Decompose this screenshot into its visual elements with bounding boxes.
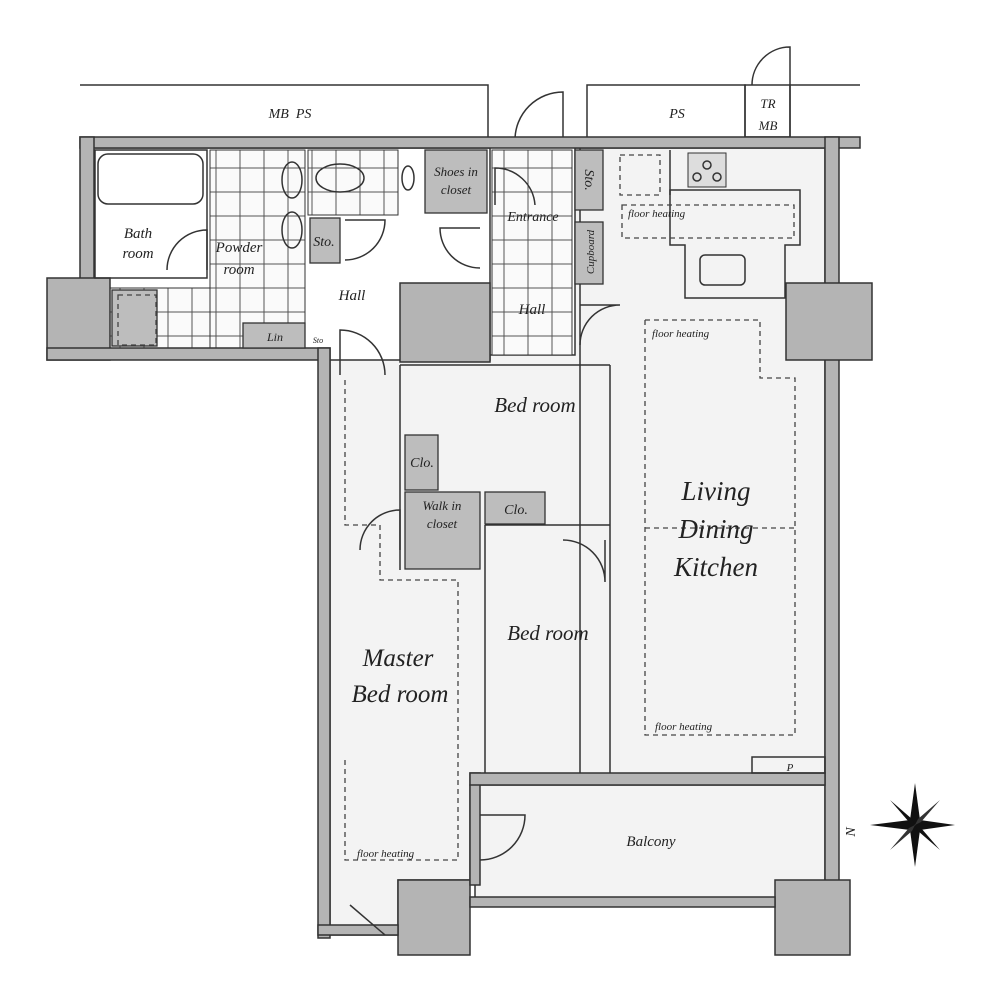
floor-heating-zones: [117, 204, 796, 861]
label-walkin-1: Walk in: [423, 498, 462, 513]
room-labels: MB PS PS TR MB Bath room Powder room Sto…: [122, 96, 859, 860]
label-ldk-1: Living: [680, 476, 750, 506]
label-bed-room-2: Bed room: [507, 621, 588, 645]
label-lin: Lin: [266, 330, 283, 344]
stove-icon: [687, 152, 727, 188]
label-sto-small: Sto: [313, 336, 323, 345]
label-powder-2: room: [223, 262, 254, 278]
label-clo-2: Clo.: [504, 503, 528, 518]
compass-rose-icon: [870, 783, 955, 867]
label-floor-heating-master: floor heating: [357, 848, 415, 860]
label-bath-1: Bath: [124, 226, 152, 242]
fixtures: [281, 150, 801, 299]
label-tr: TR: [760, 96, 775, 111]
label-hall-1: Hall: [338, 288, 366, 304]
label-floor-heating-living-bottom: floor heating: [655, 721, 713, 733]
toilet-icon: [315, 163, 365, 193]
label-floor-heating-kitchen: floor heating: [628, 208, 686, 220]
label-ldk-3: Kitchen: [673, 552, 758, 582]
label-walkin-2: closet: [427, 516, 458, 531]
label-mb: MB: [758, 118, 778, 133]
label-shoes-1: Shoes in: [434, 164, 478, 179]
label-ps: PS: [668, 107, 685, 122]
label-entrance: Entrance: [506, 210, 558, 225]
label-floor-heating-living-top: floor heating: [652, 328, 710, 340]
label-cupboard: Cupboard: [585, 229, 597, 274]
label-p: P: [786, 762, 794, 774]
label-master-2: Bed room: [352, 681, 449, 708]
common-corridor: [80, 46, 860, 141]
partitions: [94, 149, 826, 774]
label-sto-1: Sto.: [313, 235, 334, 250]
label-sto-2: Sto.: [581, 169, 596, 190]
tiled-areas: [109, 149, 573, 356]
label-north: N: [844, 827, 859, 838]
sink-icon: [281, 161, 303, 199]
label-ldk-2: Dining: [677, 514, 753, 544]
kitchen-sink-icon: [699, 254, 746, 286]
label-clo-1: Clo.: [410, 456, 434, 471]
label-master-1: Master: [362, 645, 434, 672]
sink-icon: [281, 211, 303, 249]
walls: [46, 136, 873, 956]
label-bed-room-1: Bed room: [494, 393, 575, 417]
label-powder-1: Powder: [215, 240, 263, 256]
handwash-icon: [401, 165, 415, 191]
label-hall-2: Hall: [518, 302, 546, 318]
label-balcony: Balcony: [626, 834, 675, 850]
label-mb-ps: MB PS: [268, 107, 312, 122]
label-bath-2: room: [122, 246, 153, 262]
doors: [166, 167, 621, 936]
label-shoes-2: closet: [441, 182, 472, 197]
